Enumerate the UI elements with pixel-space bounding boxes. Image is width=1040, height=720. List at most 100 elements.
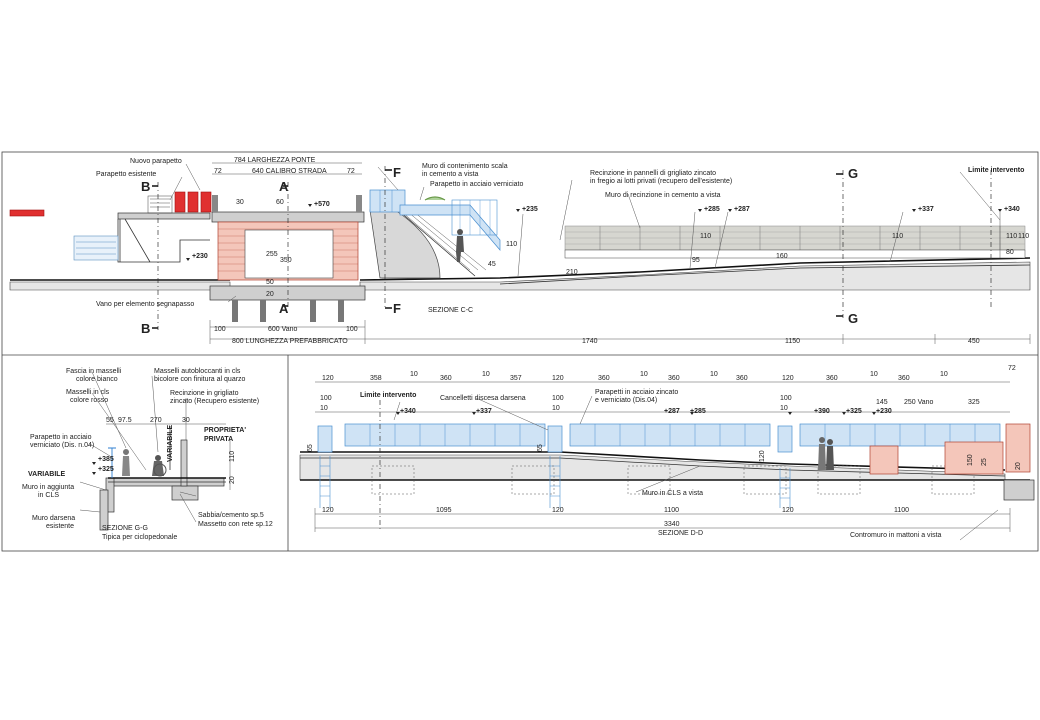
elev-340-top: +340 xyxy=(1004,206,1020,213)
dd-elev-340: +340 xyxy=(400,408,416,415)
dd-dim-bottom-3: 1100 xyxy=(664,507,679,514)
dd-label-limit: Limite intervento xyxy=(360,392,416,399)
dd-ground-line xyxy=(300,451,1006,471)
elev-570: +570 xyxy=(314,201,330,208)
dd-brick-right xyxy=(1005,423,1031,473)
elev-230-top: +230 xyxy=(192,253,208,260)
dd-dim-top-10: 10 xyxy=(710,371,718,378)
dd-dim-side-0: 65 xyxy=(307,444,314,452)
gg-dim-30: 30 xyxy=(182,417,190,424)
label-existing-parapet: Parapetto esistente xyxy=(96,171,156,178)
dim-210: 210 xyxy=(566,269,578,276)
gg-dim-270: 270 xyxy=(150,417,162,424)
label-new-parapet: Nuovo parapetto xyxy=(130,158,182,165)
dd-dim-top-0: 120 xyxy=(322,375,334,382)
gg-dim-55: 55 xyxy=(106,417,114,424)
label-road-gauge: 640 CALIBRO STRADA xyxy=(252,168,327,175)
dd-dim-top-17: 72 xyxy=(1008,365,1016,372)
dd-dim-top-3: 360 xyxy=(440,375,452,382)
gg-section-sub: Tipica per ciclopedonale xyxy=(102,534,177,541)
dd-dim-top-11: 360 xyxy=(736,375,748,382)
dd-dim-top-16: 10 xyxy=(940,371,948,378)
dd-dim-bottom-2: 120 xyxy=(552,507,564,514)
dim-110-d: 110 xyxy=(1006,233,1017,240)
dd-dim-top-7: 360 xyxy=(598,375,610,382)
dd-dim-side-4: 25 xyxy=(981,458,988,466)
dd-dim-top-4: 10 xyxy=(482,371,490,378)
sheet-frame xyxy=(1,151,1039,552)
dim-80: 80 xyxy=(1006,249,1014,256)
section-letter-a-bottom: A xyxy=(279,301,289,316)
dd-elev-325: +325 xyxy=(846,408,862,415)
gg-dim-20: 20 xyxy=(229,476,236,484)
dd-dim-bottom-4: 120 xyxy=(782,507,794,514)
dd-dim-sub-1: 10 xyxy=(320,405,328,412)
dd-right-base xyxy=(1003,479,1035,501)
gg-label-variable-horizontal: VARIABILE xyxy=(28,471,66,478)
dim-110-a: 110 xyxy=(506,241,517,248)
dim-110-e: 110 xyxy=(1018,233,1029,240)
gg-label-add-wall: Muro in aggiunta in CLS xyxy=(22,484,76,499)
dd-gate-right xyxy=(777,425,793,453)
label-bridge-length: 784 LARGHEZZA PONTE xyxy=(234,157,316,164)
gg-label-pavers-red: Masselli in cls colore rosso xyxy=(66,389,111,404)
dd-dim-top-1: 358 xyxy=(370,375,382,382)
section-d-d: Limite intervento Cancelletti discesa da… xyxy=(299,365,1035,541)
dd-brick-b xyxy=(944,441,1004,475)
dd-parapets xyxy=(344,423,1001,447)
dd-gate-left xyxy=(317,425,333,453)
label-retaining-wall: Muro di contenimento scala in cemento a … xyxy=(422,163,510,178)
dim-45: 45 xyxy=(488,261,496,268)
dim-50: 50 xyxy=(266,279,274,286)
dd-dim-top-2: 10 xyxy=(410,371,418,378)
gg-parapet xyxy=(108,447,116,478)
dd-dim-top-6: 120 xyxy=(552,375,564,382)
bridge-deck xyxy=(209,195,366,322)
dd-elev-337: +337 xyxy=(476,408,492,415)
gg-elev-325: +325 xyxy=(98,466,114,473)
elev-235: +235 xyxy=(522,206,538,213)
dim-350: 350 xyxy=(280,257,292,264)
dd-label-cls-wall: Muro in CLS a vista xyxy=(642,490,703,497)
elev-337: +337 xyxy=(918,206,934,213)
dim-255: 255 xyxy=(266,251,278,258)
label-vano: 600 Vano xyxy=(268,326,298,333)
gg-label-parapet: Parapetto in acciaio verniciato (Dis. n.… xyxy=(30,434,94,449)
section-letter-g-bottom: G xyxy=(848,311,858,326)
leaders-top xyxy=(169,163,1001,303)
dd-dim-bottom-6: 3340 xyxy=(664,521,680,528)
dim-72-left: 72 xyxy=(214,168,222,175)
dd-dim-side-5: 20 xyxy=(1015,462,1022,470)
section-letter-b-bottom: B xyxy=(141,321,150,336)
dd-dim-top-15: 360 xyxy=(898,375,910,382)
dd-label-brick-wall: Contromuro in mattoni a vista xyxy=(850,532,942,539)
dd-dim-sub-4: 100 xyxy=(780,395,792,402)
dd-dim-bottom-0: 120 xyxy=(322,507,334,514)
gg-dim-110: 110 xyxy=(229,451,236,462)
dd-label-parapets: Parapetti in acciaio zincato e verniciat… xyxy=(595,389,680,404)
dd-label-vano: 250 Vano xyxy=(904,399,934,406)
gg-label-private: PROPRIETA' PRIVATA xyxy=(204,427,248,443)
dd-dim-bottom-5: 1100 xyxy=(894,507,909,514)
gg-section-title: SEZIONE G-G xyxy=(102,525,148,532)
existing-structure-left xyxy=(9,191,212,263)
section-g-g: Fascia in masselli colore bianco Massell… xyxy=(22,368,273,541)
label-fence-panels: Recinzione in pannelli di grigliato zinc… xyxy=(590,170,732,185)
dim-72-right: 72 xyxy=(347,168,355,175)
section-letter-f-bottom: F xyxy=(393,301,401,316)
dd-dim-top-5: 357 xyxy=(510,375,522,382)
dd-dim-top-12: 120 xyxy=(782,375,794,382)
dd-brick-a xyxy=(869,445,899,475)
label-step-void: Vano per elemento segnapasso xyxy=(96,301,194,308)
fence-top xyxy=(564,225,1026,259)
dd-elev-287: +287 xyxy=(664,408,680,415)
section-letter-f-top: F xyxy=(393,165,401,180)
gg-label-dock-wall: Muro darsena esistente xyxy=(32,515,77,530)
dd-elev-230: +230 xyxy=(876,408,892,415)
dd-ladders xyxy=(319,456,791,508)
label-prefab-length: 800 LUNGHEZZA PREFABBRICATO xyxy=(232,338,348,345)
dd-dim-bottom-1: 1095 xyxy=(436,507,452,514)
dd-dim-side-3: 150 xyxy=(967,454,974,466)
dimension-lines-top xyxy=(209,162,1031,344)
